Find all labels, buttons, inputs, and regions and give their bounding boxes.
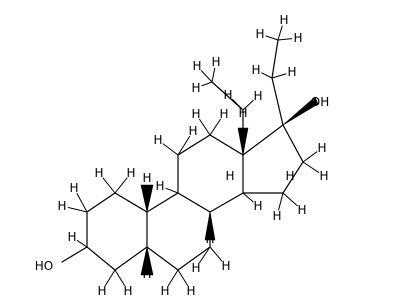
hydrogen-atom-13: H <box>191 107 200 121</box>
hydrogen-atom-11: H <box>153 133 162 147</box>
hydrogen-atom-9: H <box>191 261 200 275</box>
c3-o-bond <box>61 246 88 263</box>
hydrogen-atom-18: H <box>319 169 328 183</box>
wedge-c10-h <box>140 184 154 213</box>
hydrogen-bond-6 <box>76 239 88 248</box>
hydrogen-bond-14 <box>209 118 222 136</box>
hydrogen-atom-22: H <box>223 88 232 102</box>
hydrogen-atom-19: H <box>272 209 281 223</box>
hydrogen-atom-23: H <box>253 89 262 103</box>
stereo-hydrogen-3: H <box>225 169 234 183</box>
hydrogen-atom-6: H <box>67 230 76 244</box>
hydrogen-atom-30: H <box>279 13 288 27</box>
hydrogen-bond-16 <box>165 187 179 194</box>
hydrogen-atom-29: H <box>255 27 264 41</box>
hydroxyl-label-upper: OH <box>311 95 329 109</box>
hydrogen-bond-17 <box>302 151 318 163</box>
hydrogen-atom-25: H <box>211 55 220 69</box>
hydrogen-atom-10: H <box>221 259 230 273</box>
hydrogen-atom-12: H <box>188 124 197 138</box>
hydrogen-atom-4: H <box>94 166 103 180</box>
hydrogen-bond-22 <box>231 98 244 111</box>
hydrogen-bond-7 <box>167 269 179 287</box>
wedge-c17-oh <box>282 96 319 126</box>
stereo-hydrogen-1: H <box>205 232 214 246</box>
hydrogen-bond-27 <box>261 72 273 79</box>
ring-c <box>177 134 244 213</box>
carbon-skeleton <box>61 39 304 271</box>
hydrogen-bond-2 <box>67 206 88 213</box>
hydrogen-atom-21: H <box>238 106 247 120</box>
hydrogen-atom-2: H <box>57 199 66 213</box>
hydrogen-bond-23 <box>242 99 254 111</box>
hydrogen-atom-27: H <box>251 63 260 77</box>
hydrogen-bond-1 <box>114 269 126 287</box>
hydrogen-bond-20 <box>282 192 298 207</box>
hydrogen-bond-31 <box>277 38 293 41</box>
hydrogen-bond-13 <box>198 118 211 136</box>
stereo-marks <box>140 96 319 276</box>
hydrogen-bond-9 <box>198 246 211 264</box>
wedge-c8-h <box>204 211 216 241</box>
hydrogen-bond-29 <box>265 35 279 41</box>
hydrogen-atom-3: H <box>69 181 78 195</box>
wedge-c5-h <box>140 246 154 276</box>
hydrogen-atom-20: H <box>297 203 306 217</box>
ring-b <box>146 192 211 271</box>
hydrogen-atom-5: H <box>126 166 135 180</box>
hydrogen-bond-12 <box>177 135 191 156</box>
hydrogen-bond-10 <box>209 246 223 262</box>
hydrogen-atom-1: H <box>123 284 132 298</box>
hydrogen-bond-3 <box>76 193 88 213</box>
c20-c21-bond <box>271 39 279 79</box>
stereo-hydrogen-4: H <box>285 169 294 183</box>
hydrogen-atom-0: H <box>97 284 106 298</box>
hydrogen-bond-19 <box>278 192 284 211</box>
c17-c20-bond <box>271 77 284 126</box>
hydrogen-bond-8 <box>177 269 189 287</box>
hydrogen-bond-26 <box>200 70 213 83</box>
ring-a <box>86 192 148 271</box>
hydrogen-bond-5 <box>114 177 128 194</box>
hydrogen-atom-28: H <box>287 65 296 79</box>
hydrogen-atom-14: H <box>219 107 228 121</box>
hydrogen-atom-7: H <box>160 284 169 298</box>
hydrogen-atom-8: H <box>186 284 195 298</box>
hydrogen-bond-11 <box>162 143 179 156</box>
hydrogen-atom-31: H <box>293 31 302 45</box>
hydrogen-atom-24: H <box>191 81 200 95</box>
hydrogen-bond-25 <box>211 67 216 83</box>
hydrogen-bond-24 <box>201 81 213 87</box>
hydroxyl-label-lower: HO <box>35 259 53 273</box>
hydrogen-bond-15 <box>242 192 254 203</box>
hydrogen-atom-16: H <box>155 179 164 193</box>
hydrogen-bond-28 <box>271 73 287 79</box>
hydrogen-bond-4 <box>102 177 116 194</box>
hydrogen-bond-30 <box>277 25 283 41</box>
hydrogen-atom-17: H <box>317 141 326 155</box>
stereo-hydrogen-2: H <box>142 267 151 281</box>
hydrogen-atom-26: H <box>192 59 201 73</box>
hydrogen-bond-0 <box>104 269 116 287</box>
hydrogen-atom-15: H <box>253 199 262 213</box>
stereo-hydrogen-0: H <box>142 171 151 185</box>
hydrogen-bond-18 <box>302 161 320 174</box>
